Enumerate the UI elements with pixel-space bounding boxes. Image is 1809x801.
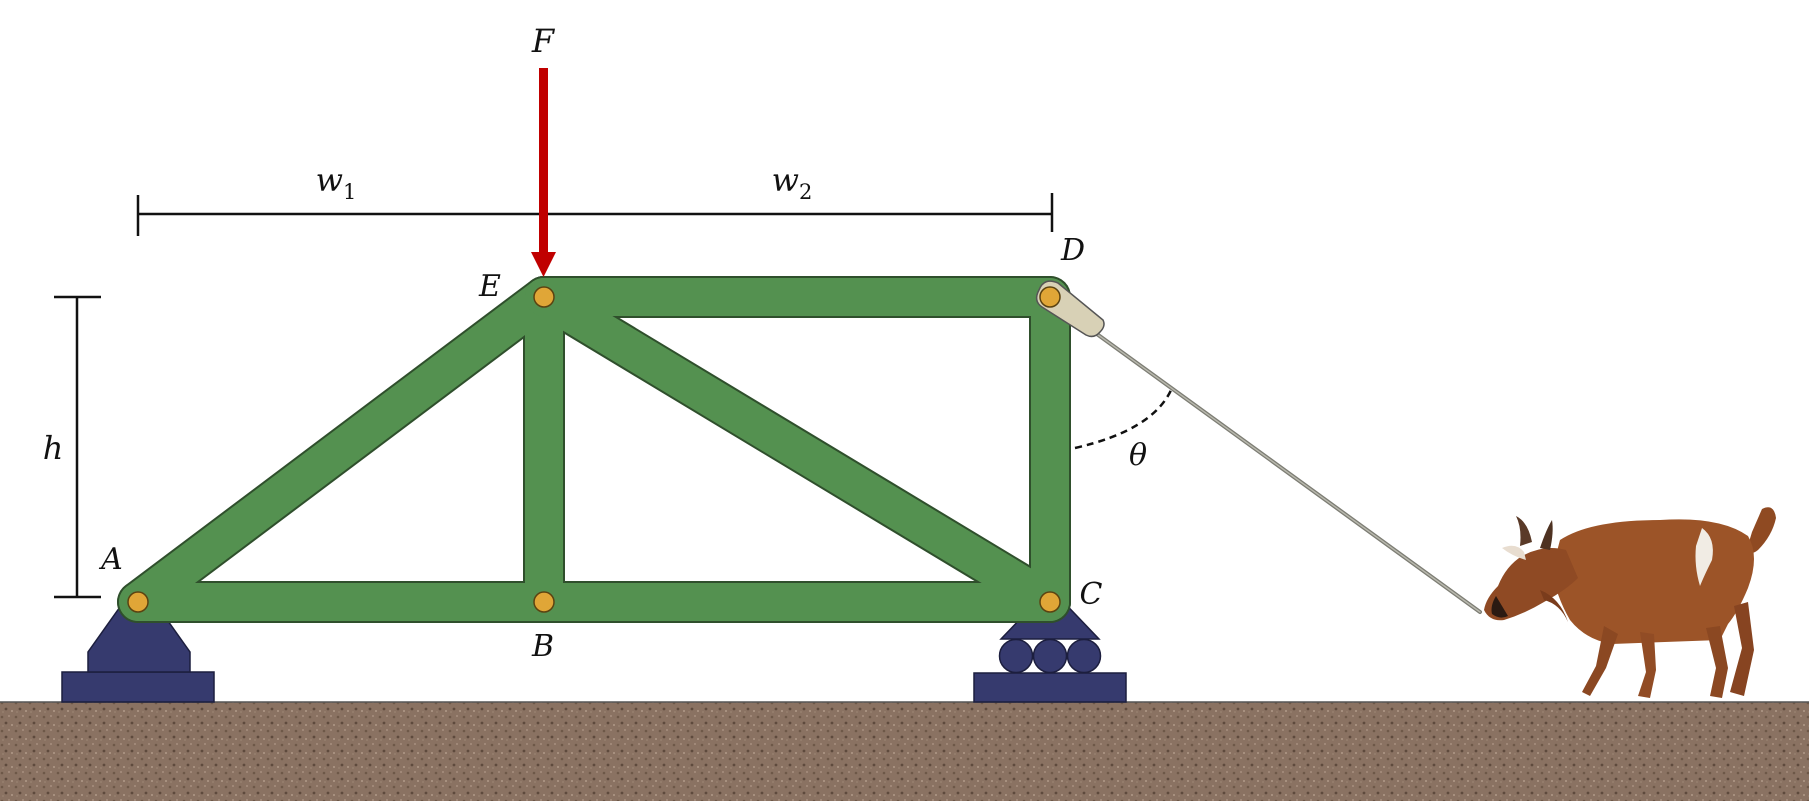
member-ec (525, 278, 1069, 621)
ground (0, 702, 1809, 801)
roller-support-icon (973, 589, 1127, 703)
node-label-c: C (1080, 577, 1103, 612)
goat-icon (1484, 507, 1776, 698)
force-label: F (531, 22, 556, 60)
width-right-subscript: 2 (799, 180, 812, 204)
rope-bracket (1035, 280, 1105, 338)
node-label-e: E (478, 269, 501, 304)
angle-label: θ (1129, 438, 1147, 473)
pin-d (1039, 286, 1061, 308)
pin-a (127, 591, 149, 613)
pin-c (1039, 591, 1061, 613)
width-left-label: w1 (316, 161, 357, 204)
angle-arc (1074, 387, 1174, 450)
node-label-d: D (1060, 233, 1085, 268)
height-label: h (43, 429, 64, 467)
node-label-b: B (531, 629, 554, 664)
member-ae (119, 278, 563, 621)
pin-e (533, 286, 555, 308)
width-left-subscript: 1 (343, 180, 356, 204)
node-label-a: A (98, 542, 123, 577)
truss (117, 276, 1071, 623)
pin-support-icon (61, 585, 215, 703)
pins (127, 286, 1061, 613)
width-dimension (136, 193, 1054, 236)
force-arrow (531, 68, 556, 277)
height-dimension (54, 295, 101, 599)
pin-b (533, 591, 555, 613)
width-right-label: w2 (772, 161, 813, 204)
